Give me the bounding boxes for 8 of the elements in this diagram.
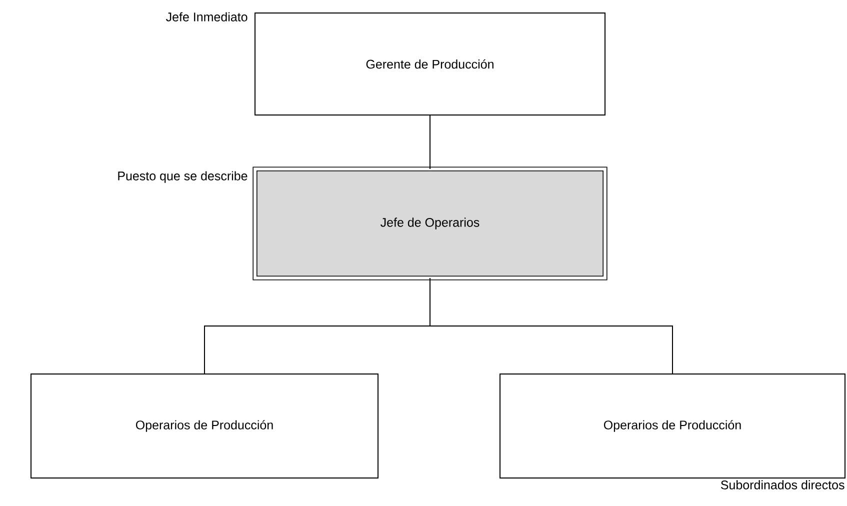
side-label: Puesto que se describe bbox=[118, 171, 248, 183]
position-box: Operarios de Producción bbox=[30, 374, 378, 478]
position-box: Gerente de Producción bbox=[254, 12, 606, 116]
connector-line bbox=[430, 278, 673, 374]
side-label: Jefe Inmediato bbox=[166, 12, 248, 22]
side-label: Subordinados directos bbox=[720, 480, 844, 490]
position-box: Operarios de Producción bbox=[500, 374, 846, 478]
highlighted-position-box: Jefe de Operarios bbox=[252, 166, 608, 280]
